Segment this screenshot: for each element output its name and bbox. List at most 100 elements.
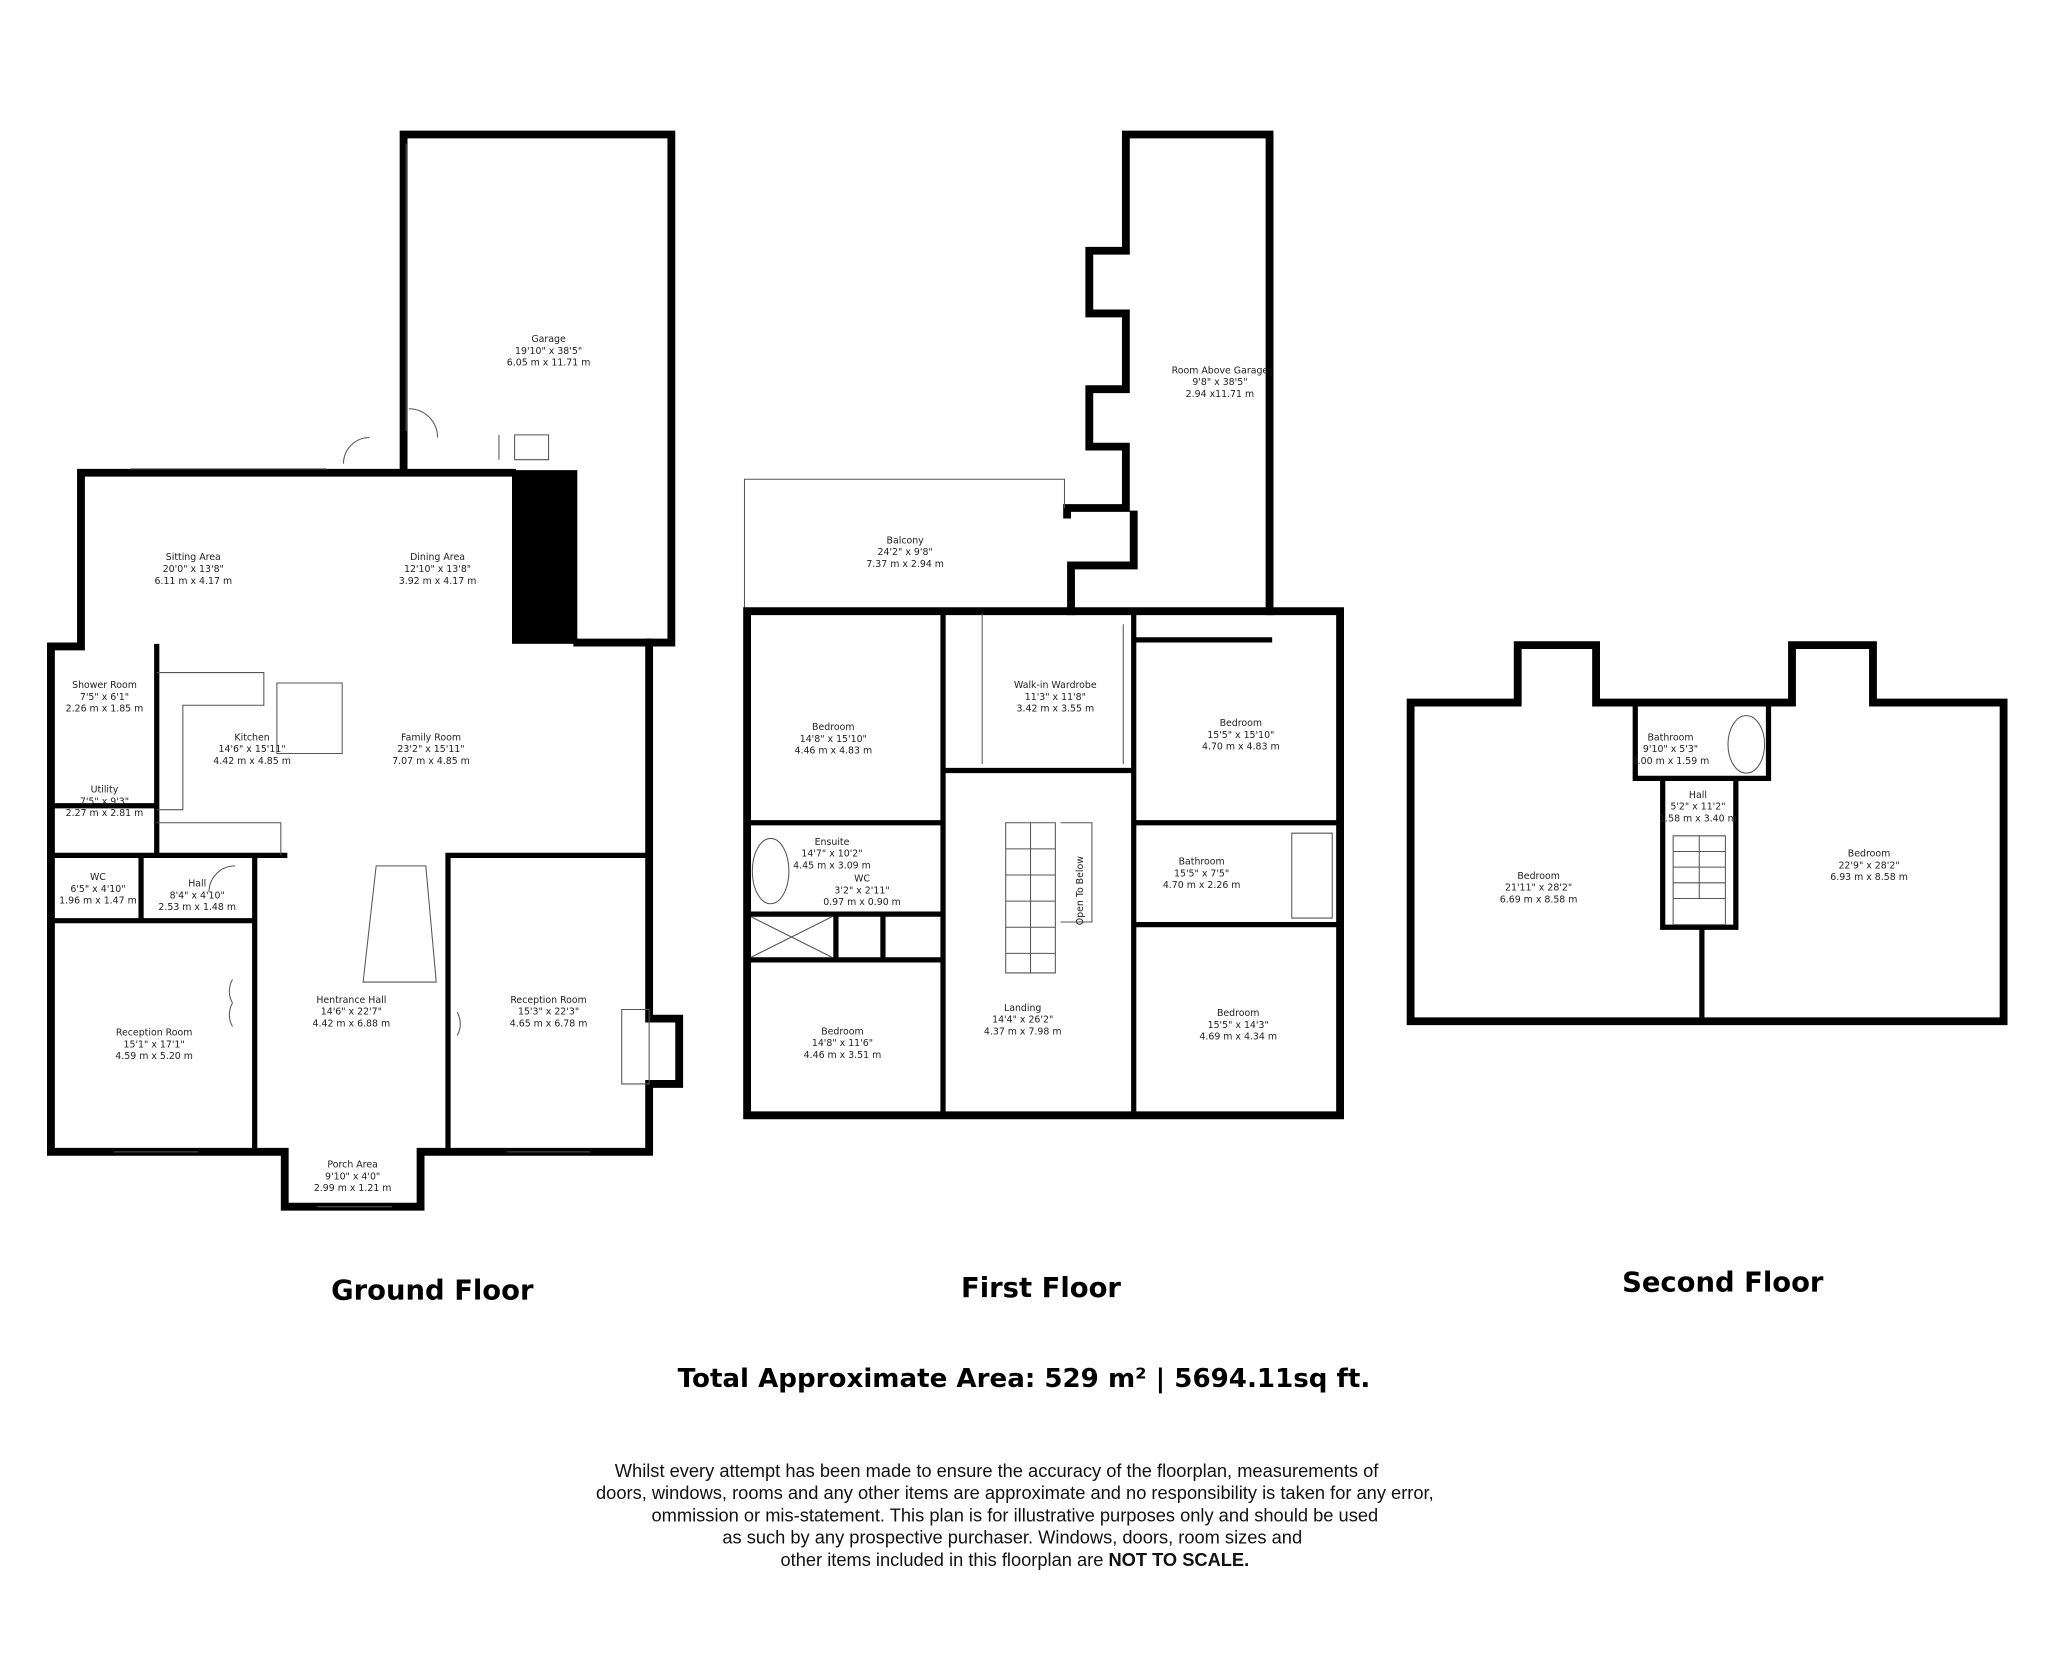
first-floor-plan [743,130,1344,1120]
room-metric-size: 2.99 m x 1.21 m [314,1183,392,1194]
room-imperial-size: 8'4" x 4'10" [170,890,225,901]
chimney-block [512,470,578,644]
room-name: Bathroom [1179,857,1225,868]
second-floor-plan [1406,641,2008,1026]
room-metric-size: 0.97 m x 0.90 m [823,897,901,908]
ground-interior-walls [48,643,652,1155]
room-label: WC3'2" x 2'11"0.97 m x 0.90 m [823,874,901,909]
room-imperial-size: 9'10" x 4'0" [325,1171,380,1182]
room-metric-size: 4.42 m x 4.85 m [213,756,291,767]
disclaimer-line: as such by any prospective purchaser. Wi… [722,1527,1302,1548]
room-metric-size: 4.46 m x 4.83 m [794,746,872,757]
disclaimer: Whilst every attempt has been made to en… [596,1460,1434,1570]
room-metric-size: 2.26 m x 1.85 m [66,704,144,715]
room-metric-size: 6.93 m x 8.58 m [1830,872,1908,883]
room-imperial-size: 14'6" x 15'11" [219,744,286,755]
room-name: Hall [1689,790,1707,801]
disclaimer-line: ommission or mis-statement. This plan is… [652,1504,1379,1525]
room-name: Garage [531,334,566,345]
disclaimer-line: doors, windows, rooms and any other item… [596,1482,1434,1503]
first-interior-walls [744,608,1343,1118]
room-label: WC6'5" x 4'10"1.96 m x 1.47 m [59,872,137,907]
room-metric-size: 4.65 m x 6.78 m [510,1018,588,1029]
room-name: Walk-in Wardrobe [1014,680,1097,691]
room-name: Balcony [887,535,925,546]
room-name: Bedroom [1848,849,1890,860]
room-imperial-size: 15'5" x 14'3" [1208,1020,1269,1031]
room-name: Hall [188,879,206,890]
ground-outer-walls [47,468,684,1211]
room-metric-size: 4.69 m x 4.34 m [1199,1032,1277,1043]
room-imperial-size: 15'5" x 15'10" [1207,730,1274,741]
open-to-below-label: Open To Below [1075,856,1086,926]
room-imperial-size: 15'1" x 17'1" [124,1039,185,1050]
room-imperial-size: 14'4" x 26'2" [992,1015,1053,1026]
first-stairs [1005,822,1093,974]
room-imperial-size: 9'10" x 5'3" [1643,744,1698,755]
room-imperial-size: 21'11" x 28'2" [1505,883,1572,894]
room-name: Family Room [401,732,461,743]
balcony-outline [743,478,1066,612]
room-metric-size: 4.46 m x 3.51 m [804,1050,882,1061]
room-name: Bedroom [1217,1008,1259,1019]
first-outer-walls [743,607,1344,1120]
room-name: Kitchen [234,732,269,743]
room-metric-size: 2.94 x11.71 m [1186,389,1254,400]
room-name: Bedroom [821,1026,863,1037]
kitchen-counters [156,434,650,1085]
room-name: Bedroom [812,722,854,733]
room-imperial-size: 6'5" x 4'10" [70,884,125,895]
room-name: Utility [91,785,119,796]
room-name: Bedroom [1220,718,1262,729]
room-name: Hentrance Hall [316,995,386,1006]
room-metric-size: 4.45 m x 3.09 m [793,860,871,871]
room-imperial-size: 12'10" x 13'8" [404,564,471,575]
room-imperial-size: 15'3" x 22'3" [518,1007,579,1018]
room-imperial-size: 24'2" x 9'8" [878,547,933,558]
room-imperial-size: 22'9" x 28'2" [1838,860,1899,871]
room-name: Bedroom [1517,871,1559,882]
first-fixtures [750,613,1333,958]
room-name: Reception Room [116,1028,193,1039]
room-imperial-size: 14'6" x 22'7" [321,1007,382,1018]
room-metric-size: 4.42 m x 6.88 m [313,1018,391,1029]
doors [208,408,461,1036]
room-name: Dining Area [410,552,465,563]
room-name: Shower Room [72,680,137,691]
second-bath [1727,715,1766,774]
room-metric-size: 7.07 m x 4.85 m [392,756,470,767]
room-imperial-size: 14'8" x 11'6" [812,1038,873,1049]
room-imperial-size: 7'5" x 6'1" [80,692,129,703]
ensuite-bath [751,837,790,905]
room-imperial-size: 14'7" x 10'2" [801,849,862,860]
room-imperial-size: 19'10" x 38'5" [515,346,582,357]
first-floor-title: First Floor [961,1273,1121,1304]
room-imperial-size: 15'5" x 7'5" [1174,868,1229,879]
room-metric-size: 6.05 m x 11.71 m [507,358,591,369]
room-metric-size: 4.59 m x 5.20 m [115,1051,193,1062]
